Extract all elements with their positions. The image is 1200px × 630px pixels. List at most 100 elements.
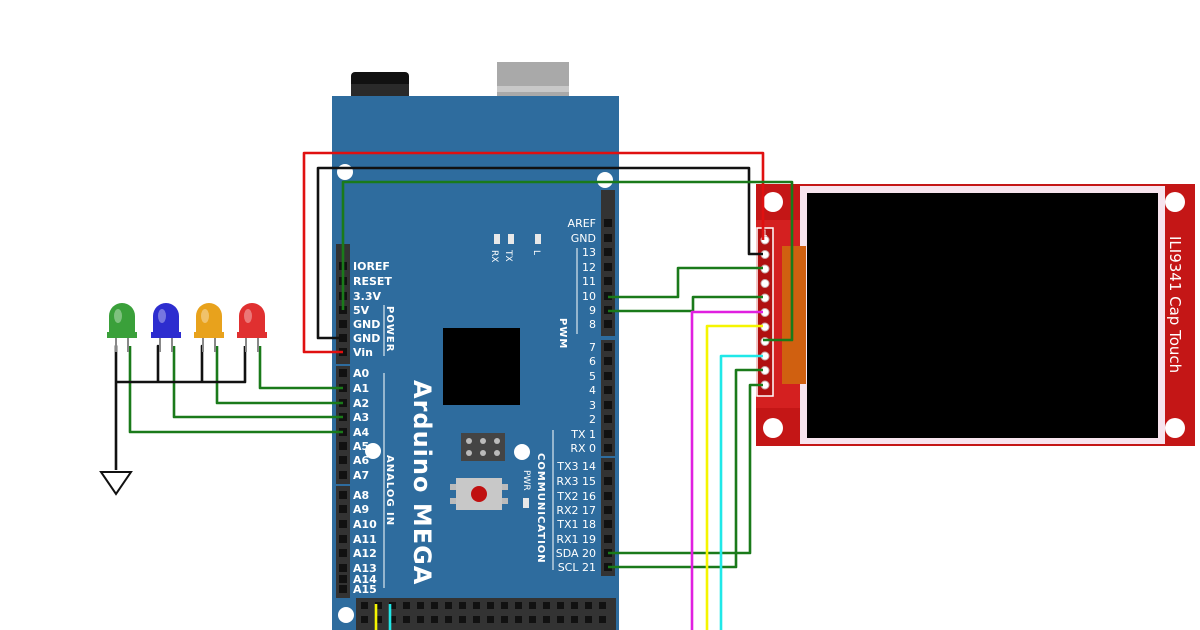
header-pin[interactable] [339,320,347,328]
header-pin[interactable] [604,462,612,470]
header-pin[interactable] [339,520,347,528]
header-pin[interactable] [339,575,347,583]
header-pin[interactable] [339,442,347,450]
header-pin[interactable] [459,616,466,623]
header-pin[interactable] [417,602,424,609]
header-pin[interactable] [604,415,612,423]
header-pin[interactable] [361,602,368,609]
header-pin[interactable] [604,444,612,452]
pin-label-4: 4 [589,384,596,397]
display-screen [807,193,1158,438]
pin-label-sda-20: SDA 20 [556,547,596,560]
wire-led-red-a1 [258,346,343,390]
display-pin[interactable] [760,279,770,288]
header-pin[interactable] [604,520,612,528]
header-pin[interactable] [431,616,438,623]
header-pin[interactable] [557,602,564,609]
pin-label-9: 9 [589,304,596,317]
header-pin[interactable] [501,616,508,623]
header-pin[interactable] [473,616,480,623]
wire-cyan [719,354,763,630]
pin-label-6: 6 [589,355,596,368]
header-pin[interactable] [501,602,508,609]
header-pin[interactable] [604,357,612,365]
header-pin[interactable] [604,492,612,500]
pin-label-13: 13 [582,246,596,259]
microcontroller-chip [443,328,520,405]
header-pin[interactable] [339,564,347,572]
header-pin[interactable] [604,506,612,514]
header-pin[interactable] [403,616,410,623]
header-pin[interactable] [445,616,452,623]
led-red [237,303,267,352]
header-pin[interactable] [585,616,592,623]
header-pin[interactable] [339,491,347,499]
wire-green-sda [608,383,763,555]
header-pin[interactable] [543,602,550,609]
header-pin[interactable] [604,372,612,380]
pin-label-a6: A6 [353,454,370,467]
header-pin[interactable] [571,616,578,623]
header-pin[interactable] [339,505,347,513]
header-pin[interactable] [604,248,612,256]
pin-label-2: 2 [589,413,596,426]
header-pin[interactable] [604,277,612,285]
pin-label-a1: A1 [353,382,369,395]
header-pin[interactable] [375,616,382,623]
header-pin[interactable] [529,616,536,623]
header-pin[interactable] [431,602,438,609]
reset-button[interactable] [450,478,508,510]
header-pin[interactable] [599,602,606,609]
pin-label-rx1-19: RX1 19 [556,533,596,546]
header-pin[interactable] [529,602,536,609]
header-pin[interactable] [557,616,564,623]
header-pin[interactable] [599,616,606,623]
ground-symbol [99,471,133,496]
header-pin[interactable] [339,549,347,557]
header-pin[interactable] [445,602,452,609]
mounting-hole [1165,418,1185,438]
header-pin[interactable] [604,343,612,351]
mounting-hole [365,443,381,459]
header-pin[interactable] [571,602,578,609]
header-pin[interactable] [585,602,592,609]
pin-label-gnd: GND [353,332,380,345]
header-pin[interactable] [604,401,612,409]
header-pin[interactable] [604,430,612,438]
header-pin[interactable] [604,234,612,242]
header-pin[interactable] [339,585,347,593]
header-pin[interactable] [604,535,612,543]
mounting-hole [763,418,783,438]
header-pin[interactable] [339,369,347,377]
pin-label-5: 5 [589,370,596,383]
header-pin[interactable] [604,386,612,394]
header-pin[interactable] [375,602,382,609]
header-pin[interactable] [389,602,396,609]
header-pin[interactable] [515,602,522,609]
header-pin[interactable] [604,477,612,485]
pin-label-rx-0: RX 0 [570,442,596,455]
pin-label-11: 11 [582,275,596,288]
mounting-hole [763,192,783,212]
pwr-led-label: PWR [521,470,531,491]
header-pin[interactable] [339,456,347,464]
header-pin[interactable] [543,616,550,623]
header-pin[interactable] [604,320,612,328]
pin-label-tx-1: TX 1 [570,428,596,441]
pin-label-12: 12 [582,261,596,274]
icsp-header [461,433,505,461]
header-pin[interactable] [417,616,424,623]
header-pin[interactable] [604,219,612,227]
header-pin[interactable] [339,535,347,543]
pin-label-a12: A12 [353,547,377,560]
header-pin[interactable] [361,616,368,623]
header-pin[interactable] [515,616,522,623]
header-pin[interactable] [389,616,396,623]
header-pin[interactable] [487,616,494,623]
header-pin[interactable] [339,471,347,479]
header-pin[interactable] [487,602,494,609]
header-pin[interactable] [459,602,466,609]
header-pin[interactable] [403,602,410,609]
header-pin[interactable] [473,602,480,609]
header-pin[interactable] [604,263,612,271]
